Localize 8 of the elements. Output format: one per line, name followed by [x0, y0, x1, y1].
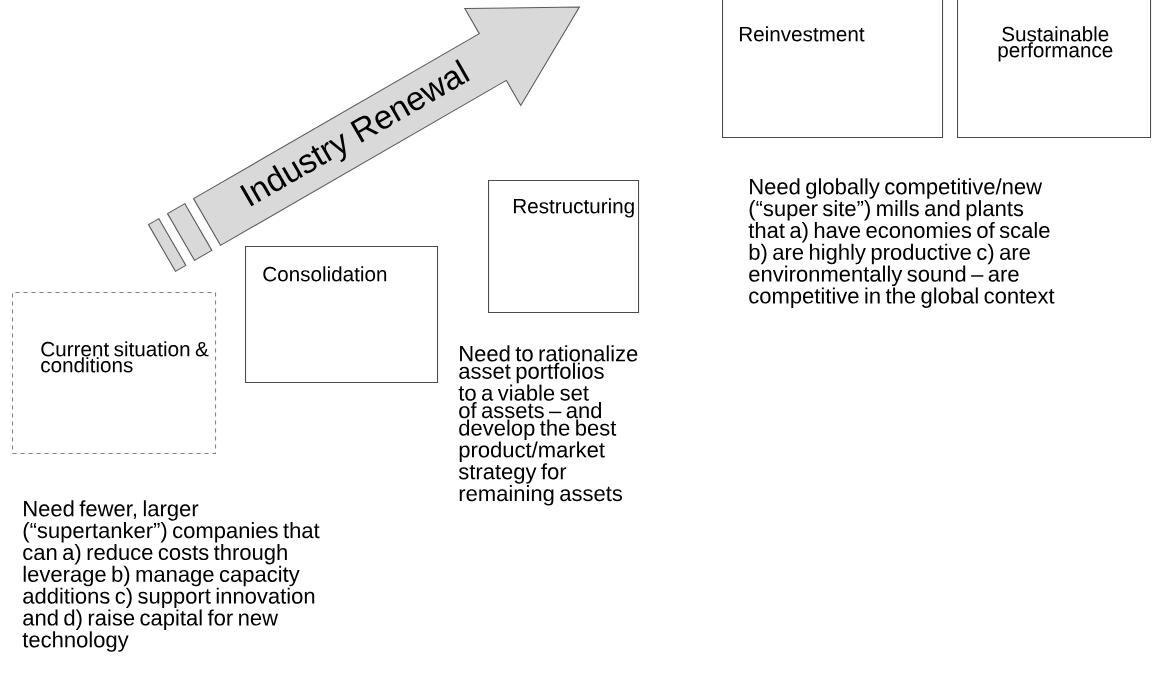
- process-box: Consolidation: [245, 246, 439, 384]
- process-box: Restructuring: [488, 180, 640, 314]
- description-text: Need globally competitive/new (“super site”) mills and plants that a) have economies of scale b) are highly productive c) are environmentally sound – are competitive in the global context: [748, 178, 1055, 308]
- dashed-box: Current situation & conditions: [12, 292, 217, 455]
- process-box: Reinvestment: [722, 0, 944, 139]
- description-text: Need fewer, larger (“supertanker”) companies that can a) reduce costs through leverage b) manage capacity additions c) support innovation and d) raise capital for new technology: [22, 500, 320, 652]
- description-text: Need to rationalize asset portfolios to a viable set of assets – and develop the best product/market strategy for remaining assets: [458, 345, 638, 506]
- process-box: Sustainable performance: [957, 0, 1152, 139]
